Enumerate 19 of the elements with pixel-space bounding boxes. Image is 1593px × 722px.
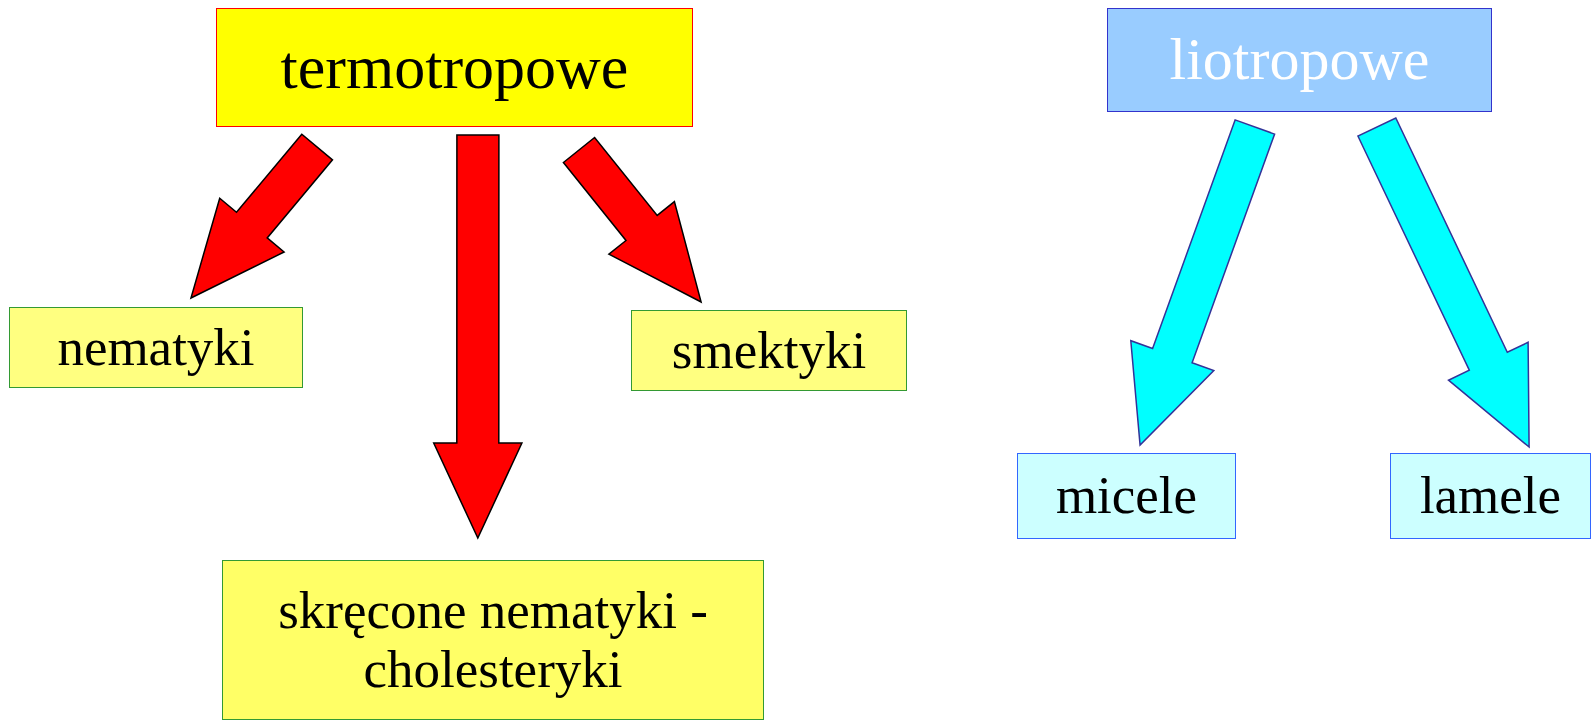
category-box [216,8,693,127]
block-arrow [562,136,703,304]
block-arrow [189,133,334,300]
block-arrow [1129,118,1276,447]
category-box [9,307,303,388]
category-box [1107,8,1492,112]
box-label: smektyki [671,320,867,381]
box-label: micele [1055,466,1198,526]
category-box [631,310,907,391]
category-box [1017,453,1236,539]
block-arrow [1356,117,1530,449]
box-label: skręcone nematyki - cholesteryki [277,580,709,700]
box-label: nematyki [57,317,255,378]
box-label: lamele [1419,466,1562,526]
box-label: liotropowe [1169,26,1430,94]
block-arrow [432,134,524,540]
box-label: termotropowe [280,32,629,103]
category-box [222,560,764,720]
category-box [1390,453,1591,539]
